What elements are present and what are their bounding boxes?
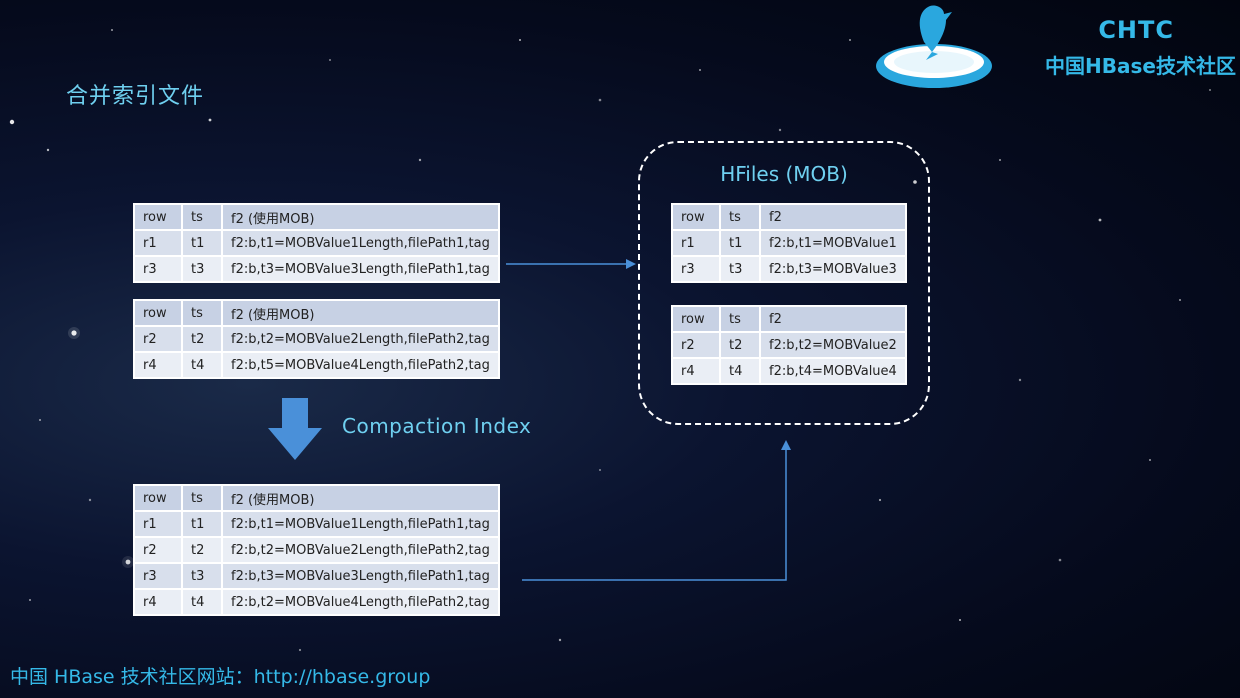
table-row: r2 t2 f2:b,t2=MOBValue2Length,filePath2,… xyxy=(135,327,498,351)
brand-name: CHTC xyxy=(1098,16,1174,44)
table-cell: r4 xyxy=(135,353,181,377)
table-cell: r2 xyxy=(135,538,181,562)
header-cell: row xyxy=(673,307,719,331)
hfile-table-2: row ts f2 r2 t2 f2:b,t2=MOBValue2 r4 t4 … xyxy=(671,305,907,385)
header-cell: f2 xyxy=(761,205,905,229)
index-to-hfiles-arrow xyxy=(522,446,787,581)
table-cell: t4 xyxy=(183,353,221,377)
table-cell: f2:b,t4=MOBValue4 xyxy=(761,359,905,383)
table-row: r4 t4 f2:b,t4=MOBValue4 xyxy=(673,359,905,383)
footer-website: 中国 HBase 技术社区网站：http://hbase.group xyxy=(10,666,431,688)
table-cell: t2 xyxy=(183,538,221,562)
table-row: r1 t1 f2:b,t1=MOBValue1 xyxy=(673,231,905,255)
table-cell: r1 xyxy=(135,231,181,255)
header-cell: f2 xyxy=(761,307,905,331)
table-cell: t2 xyxy=(183,327,221,351)
table-row: r3 t3 f2:b,t3=MOBValue3 xyxy=(673,257,905,281)
compacted-index-table: row ts f2 (使用MOB) r1 t1 f2:b,t1=MOBValue… xyxy=(133,484,500,616)
table-cell: t2 xyxy=(721,333,759,357)
table-cell: r4 xyxy=(673,359,719,383)
mob-ref-table-1: row ts f2 (使用MOB) r1 t1 f2:b,t1=MOBValue… xyxy=(133,203,500,283)
table-cell: f2:b,t2=MOBValue4Length,filePath2,tag xyxy=(223,590,498,614)
table-cell: f2:b,t5=MOBValue4Length,filePath2,tag xyxy=(223,353,498,377)
table-row: r2 t2 f2:b,t2=MOBValue2 xyxy=(673,333,905,357)
table-header-row: row ts f2 (使用MOB) xyxy=(135,205,498,229)
table-cell: r2 xyxy=(135,327,181,351)
table-header-row: row ts f2 xyxy=(673,205,905,229)
table-cell: t3 xyxy=(183,257,221,281)
table-row: r3 t3 f2:b,t3=MOBValue3Length,filePath1,… xyxy=(135,257,498,281)
hfiles-mob-title: HFiles (MOB) xyxy=(720,162,848,186)
table-cell: t4 xyxy=(721,359,759,383)
table-cell: t3 xyxy=(183,564,221,588)
header-cell: f2 (使用MOB) xyxy=(223,205,498,229)
table-cell: f2:b,t1=MOBValue1Length,filePath1,tag xyxy=(223,512,498,536)
header-cell: f2 (使用MOB) xyxy=(223,486,498,510)
table-cell: t4 xyxy=(183,590,221,614)
table-cell: t1 xyxy=(721,231,759,255)
brand-subtitle: 中国HBase技术社区 xyxy=(1045,54,1236,78)
table-cell: r3 xyxy=(135,564,181,588)
header-cell: ts xyxy=(721,307,759,331)
header-cell: row xyxy=(135,486,181,510)
table-header-row: row ts f2 (使用MOB) xyxy=(135,486,498,510)
hfiles-mob-container xyxy=(638,141,930,425)
table-cell: r3 xyxy=(673,257,719,281)
table-row: r4 t4 f2:b,t5=MOBValue4Length,filePath2,… xyxy=(135,353,498,377)
table-cell: r4 xyxy=(135,590,181,614)
compaction-index-label: Compaction Index xyxy=(342,414,532,438)
table-header-row: row ts f2 xyxy=(673,307,905,331)
table-header-row: row ts f2 (使用MOB) xyxy=(135,301,498,325)
table-cell: f2:b,t2=MOBValue2Length,filePath2,tag xyxy=(223,327,498,351)
dolphin-logo-icon xyxy=(876,5,992,88)
table-row: r4 t4 f2:b,t2=MOBValue4Length,filePath2,… xyxy=(135,590,498,614)
table-row: r3 t3 f2:b,t3=MOBValue3Length,filePath1,… xyxy=(135,564,498,588)
table-cell: r1 xyxy=(135,512,181,536)
header-cell: ts xyxy=(183,486,221,510)
table-row: r1 t1 f2:b,t1=MOBValue1Length,filePath1,… xyxy=(135,512,498,536)
header-cell: row xyxy=(673,205,719,229)
table-cell: f2:b,t1=MOBValue1 xyxy=(761,231,905,255)
table-row: r1 t1 f2:b,t1=MOBValue1Length,filePath1,… xyxy=(135,231,498,255)
table-cell: t1 xyxy=(183,231,221,255)
header-cell: ts xyxy=(183,205,221,229)
header-cell: ts xyxy=(721,205,759,229)
table-cell: f2:b,t3=MOBValue3 xyxy=(761,257,905,281)
header-cell: row xyxy=(135,205,181,229)
table-cell: f2:b,t2=MOBValue2 xyxy=(761,333,905,357)
slide-title: 合并索引文件 xyxy=(66,84,205,109)
table-cell: f2:b,t1=MOBValue1Length,filePath1,tag xyxy=(223,231,498,255)
hfile-table-1: row ts f2 r1 t1 f2:b,t1=MOBValue1 r3 t3 … xyxy=(671,203,907,283)
table-cell: t1 xyxy=(183,512,221,536)
table-cell: r2 xyxy=(673,333,719,357)
header-cell: ts xyxy=(183,301,221,325)
header-cell: f2 (使用MOB) xyxy=(223,301,498,325)
mob-ref-table-2: row ts f2 (使用MOB) r2 t2 f2:b,t2=MOBValue… xyxy=(133,299,500,379)
header-cell: row xyxy=(135,301,181,325)
table-cell: f2:b,t3=MOBValue3Length,filePath1,tag xyxy=(223,257,498,281)
table-row: r2 t2 f2:b,t2=MOBValue2Length,filePath2,… xyxy=(135,538,498,562)
table-cell: r1 xyxy=(673,231,719,255)
table-cell: f2:b,t2=MOBValue2Length,filePath2,tag xyxy=(223,538,498,562)
down-arrow-icon xyxy=(268,398,322,460)
table-cell: t3 xyxy=(721,257,759,281)
table-cell: f2:b,t3=MOBValue3Length,filePath1,tag xyxy=(223,564,498,588)
table-cell: r3 xyxy=(135,257,181,281)
